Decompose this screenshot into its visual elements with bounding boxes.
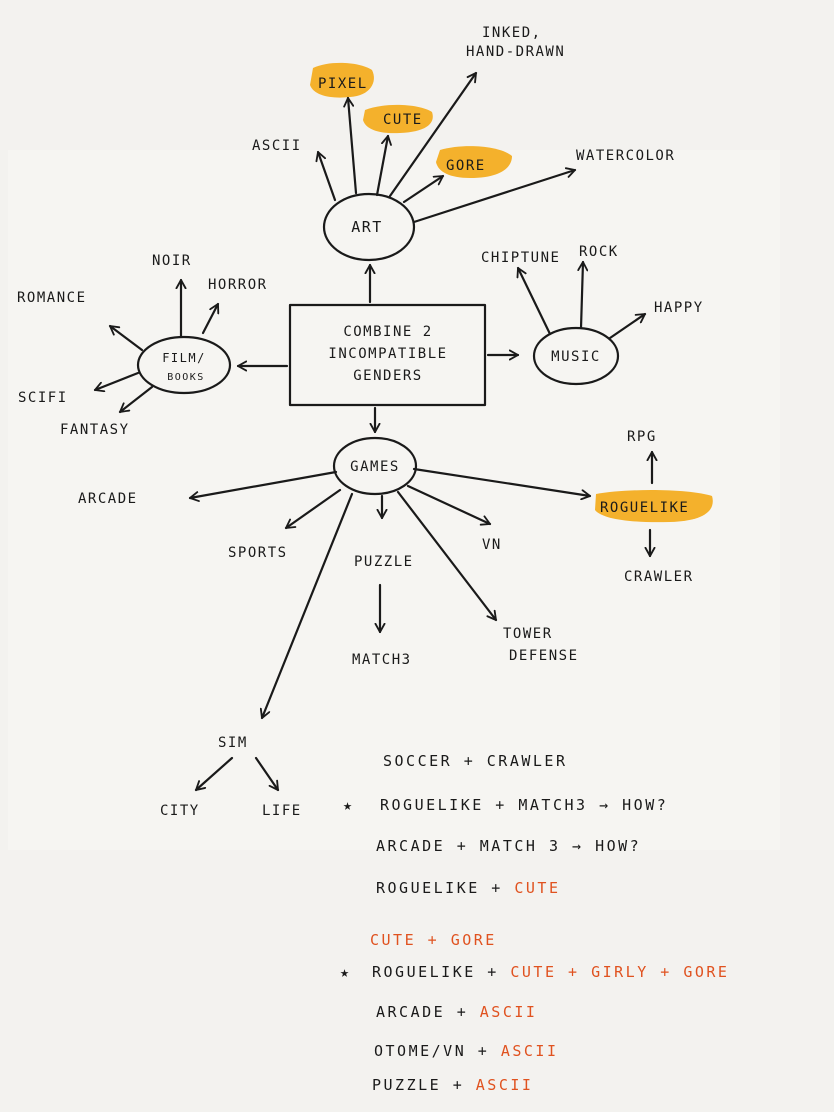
note-2-star: ★ xyxy=(343,796,355,814)
games-crawler: CRAWLER xyxy=(624,569,694,585)
note-6: ROGUELIKE + CUTE + GIRLY + GORE xyxy=(372,963,729,981)
games-sports: SPORTS xyxy=(228,545,288,561)
art-node xyxy=(322,192,416,262)
center-line-2: INCOMPATIBLE xyxy=(328,346,447,362)
art-branches xyxy=(315,71,577,224)
center-line-1: COMBINE 2 xyxy=(343,324,432,340)
film-label-2: BOOKS xyxy=(167,372,205,383)
note-2: ROGUELIKE + MATCH3 → HOW? xyxy=(380,796,668,814)
center-box xyxy=(288,303,487,407)
note-3: ARCADE + MATCH 3 → HOW? xyxy=(376,837,641,855)
note-4-a: ROGUELIKE + xyxy=(376,879,514,897)
games-rpg: RPG xyxy=(627,429,657,445)
music-rock: ROCK xyxy=(579,244,619,260)
film-branches xyxy=(93,278,220,414)
highlight-gore xyxy=(436,146,512,178)
film-scifi: SCIFI xyxy=(18,390,68,406)
music-branches xyxy=(516,260,647,340)
film-horror: HORROR xyxy=(208,277,268,293)
art-inked-1: INKED, xyxy=(482,25,542,41)
art-label: ART xyxy=(351,218,383,236)
music-chiptune: CHIPTUNE xyxy=(481,250,560,266)
games-branches xyxy=(188,450,658,792)
film-romance: ROMANCE xyxy=(17,290,87,306)
notes-list: SOCCER + CRAWLER ★ ROGUELIKE + MATCH3 → … xyxy=(340,752,729,1094)
film-fantasy: FANTASY xyxy=(60,422,130,438)
note-7-b: ASCII xyxy=(480,1003,538,1021)
games-node xyxy=(332,436,418,496)
music-label: MUSIC xyxy=(551,349,601,365)
note-7-a: ARCADE + xyxy=(376,1003,480,1021)
games-label: GAMES xyxy=(350,459,400,475)
center-connectors xyxy=(236,263,520,434)
film-noir: NOIR xyxy=(152,253,192,269)
games-puzzle: PUZZLE xyxy=(354,554,414,570)
music-happy: HAPPY xyxy=(654,300,704,316)
games-tower-2: DEFENSE xyxy=(509,648,579,664)
games-tower-1: TOWER xyxy=(503,626,553,642)
film-node xyxy=(136,335,232,395)
art-cute: CUTE xyxy=(383,112,423,128)
highlight-pixel xyxy=(310,62,374,98)
note-5: CUTE + GORE xyxy=(370,931,497,949)
note-8-b: ASCII xyxy=(501,1042,559,1060)
art-ascii: ASCII xyxy=(252,138,302,154)
games-sim: SIM xyxy=(218,735,248,751)
note-9-b: ASCII xyxy=(476,1076,534,1094)
note-1: SOCCER + CRAWLER xyxy=(383,752,568,770)
music-node xyxy=(532,326,620,386)
games-vn: VN xyxy=(482,537,502,553)
games-city: CITY xyxy=(160,803,200,819)
note-9: PUZZLE + ASCII xyxy=(372,1076,533,1094)
note-8-a: OTOME/VN + xyxy=(374,1042,501,1060)
note-8: OTOME/VN + ASCII xyxy=(374,1042,559,1060)
note-6-a: ROGUELIKE + xyxy=(372,963,510,981)
highlights xyxy=(310,62,713,523)
note-4: ROGUELIKE + CUTE xyxy=(376,879,561,897)
note-6-b: CUTE + GIRLY + GORE xyxy=(510,963,729,981)
center-line-3: GENDERS xyxy=(353,368,423,384)
games-arcade: ARCADE xyxy=(78,491,138,507)
highlight-cute xyxy=(363,104,433,134)
note-6-star: ★ xyxy=(340,963,352,981)
note-9-a: PUZZLE + xyxy=(372,1076,476,1094)
art-watercolor: WATERCOLOR xyxy=(576,148,675,164)
art-gore: GORE xyxy=(446,158,486,174)
art-pixel: PIXEL xyxy=(318,76,368,92)
note-4-b: CUTE xyxy=(514,879,560,897)
highlight-roguelike xyxy=(595,490,713,523)
note-7: ARCADE + ASCII xyxy=(376,1003,537,1021)
games-roguelike: ROGUELIKE xyxy=(600,500,689,516)
film-label-1: FILM/ xyxy=(162,351,206,365)
games-match3: MATCH3 xyxy=(352,652,412,668)
games-life: LIFE xyxy=(262,803,302,819)
art-inked-2: HAND-DRAWN xyxy=(466,44,565,60)
